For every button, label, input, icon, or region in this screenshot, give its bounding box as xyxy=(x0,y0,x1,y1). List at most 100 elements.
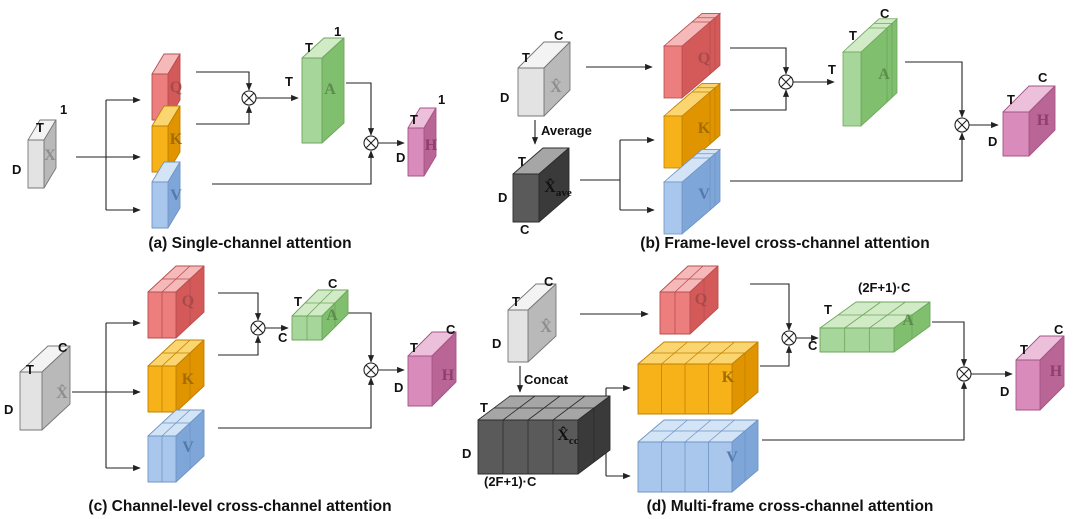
q-tensor-b xyxy=(662,12,722,99)
h-tensor-c xyxy=(407,331,457,407)
dim-t-ac: T xyxy=(294,294,302,309)
dim-d-hc: D xyxy=(394,380,403,395)
a-label-a: A xyxy=(324,81,336,98)
v-label-a: V xyxy=(170,187,182,204)
dim-t2-ab: T xyxy=(828,62,836,77)
dim-t-ad: T xyxy=(824,302,832,317)
wire-kc xyxy=(218,335,262,356)
v-tensor-b xyxy=(662,148,722,235)
dim-d-hb: D xyxy=(988,134,997,149)
dim-c-hd: C xyxy=(1054,322,1064,337)
dim-t-xb: T xyxy=(522,50,530,65)
average-label: Average xyxy=(541,123,592,138)
caption-b: (b) Frame-level cross-channel attention xyxy=(640,235,929,252)
wire-qc xyxy=(218,292,262,321)
h-tensor-d xyxy=(1015,335,1065,411)
dim-c2-ad: C xyxy=(808,338,818,353)
k-label-d: K xyxy=(722,369,735,386)
dim-t-ab: T xyxy=(849,28,857,43)
k-label-a: K xyxy=(170,131,183,148)
k-tensor-b xyxy=(662,82,722,169)
x-tensor-c xyxy=(19,345,71,431)
dim-t-xccd: T xyxy=(480,400,488,415)
dim-1-xa: 1 xyxy=(60,102,67,117)
dim-c2-ac: C xyxy=(278,330,288,345)
x-label-a: X xyxy=(44,147,56,164)
otimes-b2 xyxy=(954,117,970,133)
k-tensor-d xyxy=(637,341,759,415)
q-label-a: Q xyxy=(170,79,182,96)
v-tensor-d xyxy=(637,419,759,493)
dim-t-ha: T xyxy=(410,112,418,127)
q-tensor-a xyxy=(151,53,181,121)
x-label-d: X̂ xyxy=(540,318,552,336)
otimes-c1 xyxy=(250,320,266,336)
dim-d-xb: D xyxy=(500,90,509,105)
x-tensor-d xyxy=(507,283,557,363)
wire-kd xyxy=(760,345,793,367)
dim-c-ac: C xyxy=(328,276,338,291)
a-label-c: A xyxy=(326,307,338,324)
a-label-b: A xyxy=(878,66,890,83)
dim-c-xd: C xyxy=(544,274,554,289)
otimes-a1 xyxy=(241,90,257,106)
h-label-d: H xyxy=(1050,363,1063,380)
dim-d-ha: D xyxy=(396,150,405,165)
wire-vb xyxy=(730,132,966,182)
a-tensor-a xyxy=(301,37,345,144)
otimes-a2 xyxy=(363,135,379,151)
xcc-label-d: X̂cc xyxy=(557,426,578,447)
h-label-c: H xyxy=(442,367,455,384)
caption-d: (d) Multi-frame cross-channel attention xyxy=(647,498,934,515)
otimes-c2 xyxy=(363,362,379,378)
otimes-d2 xyxy=(956,366,972,382)
dim-1-aa: 1 xyxy=(334,24,341,39)
x-label-b: X̂ xyxy=(550,78,562,96)
dim-t-xa: T xyxy=(36,120,44,135)
otimes-b1 xyxy=(778,74,794,90)
a-tensor-c xyxy=(291,289,349,341)
dim-t-hb: T xyxy=(1007,92,1015,107)
dim-t-hc: T xyxy=(410,340,418,355)
dim-c-ab: C xyxy=(880,6,890,21)
k-label-b: K xyxy=(698,120,711,137)
h-label-a: H xyxy=(425,137,438,154)
v-label-c: V xyxy=(182,439,194,456)
wire-va xyxy=(212,150,375,185)
dim-t-xd: T xyxy=(512,294,520,309)
dim-1-ha: 1 xyxy=(438,92,445,107)
h-tensor-b xyxy=(1002,85,1056,157)
q-label-b: Q xyxy=(698,50,710,67)
q-label-c: Q xyxy=(182,293,194,310)
v-tensor-c xyxy=(147,409,205,483)
wire-qd xyxy=(750,283,793,331)
q-tensor-c xyxy=(147,265,205,339)
dim-t-hd: T xyxy=(1020,342,1028,357)
h-tensor-a xyxy=(407,107,437,177)
wire-kb xyxy=(730,89,790,111)
a-tensor-b xyxy=(841,17,899,127)
x-label-c: X̂ xyxy=(56,384,68,402)
dim-c-xc: C xyxy=(58,340,68,355)
q-tensor-d xyxy=(659,265,719,335)
caption-c: (c) Channel-level cross-channel attentio… xyxy=(88,498,391,515)
x-tensor-b xyxy=(517,41,571,117)
xave-tensor-b xyxy=(512,147,570,223)
wire-a-out xyxy=(346,82,375,136)
dim-d-xccd: D xyxy=(462,446,471,461)
dim-c-xb: C xyxy=(554,28,564,43)
dim-t-aa: T xyxy=(305,40,313,55)
dim-2f1c-ad: (2F+1)·C xyxy=(858,280,911,295)
dim-d-xaveb: D xyxy=(498,190,507,205)
wire-qa xyxy=(196,71,253,91)
dim-d-xc: D xyxy=(4,402,13,417)
xcc-tensor-d xyxy=(477,395,611,475)
h-label-b: H xyxy=(1037,112,1050,129)
concat-label: Concat xyxy=(524,372,569,387)
x-tensor-a xyxy=(27,119,57,189)
dim-2f1c-xccd: (2F+1)·C xyxy=(484,474,537,489)
q-label-d: Q xyxy=(695,291,707,308)
dim-d-xd: D xyxy=(492,336,501,351)
wire-vd xyxy=(762,381,968,441)
